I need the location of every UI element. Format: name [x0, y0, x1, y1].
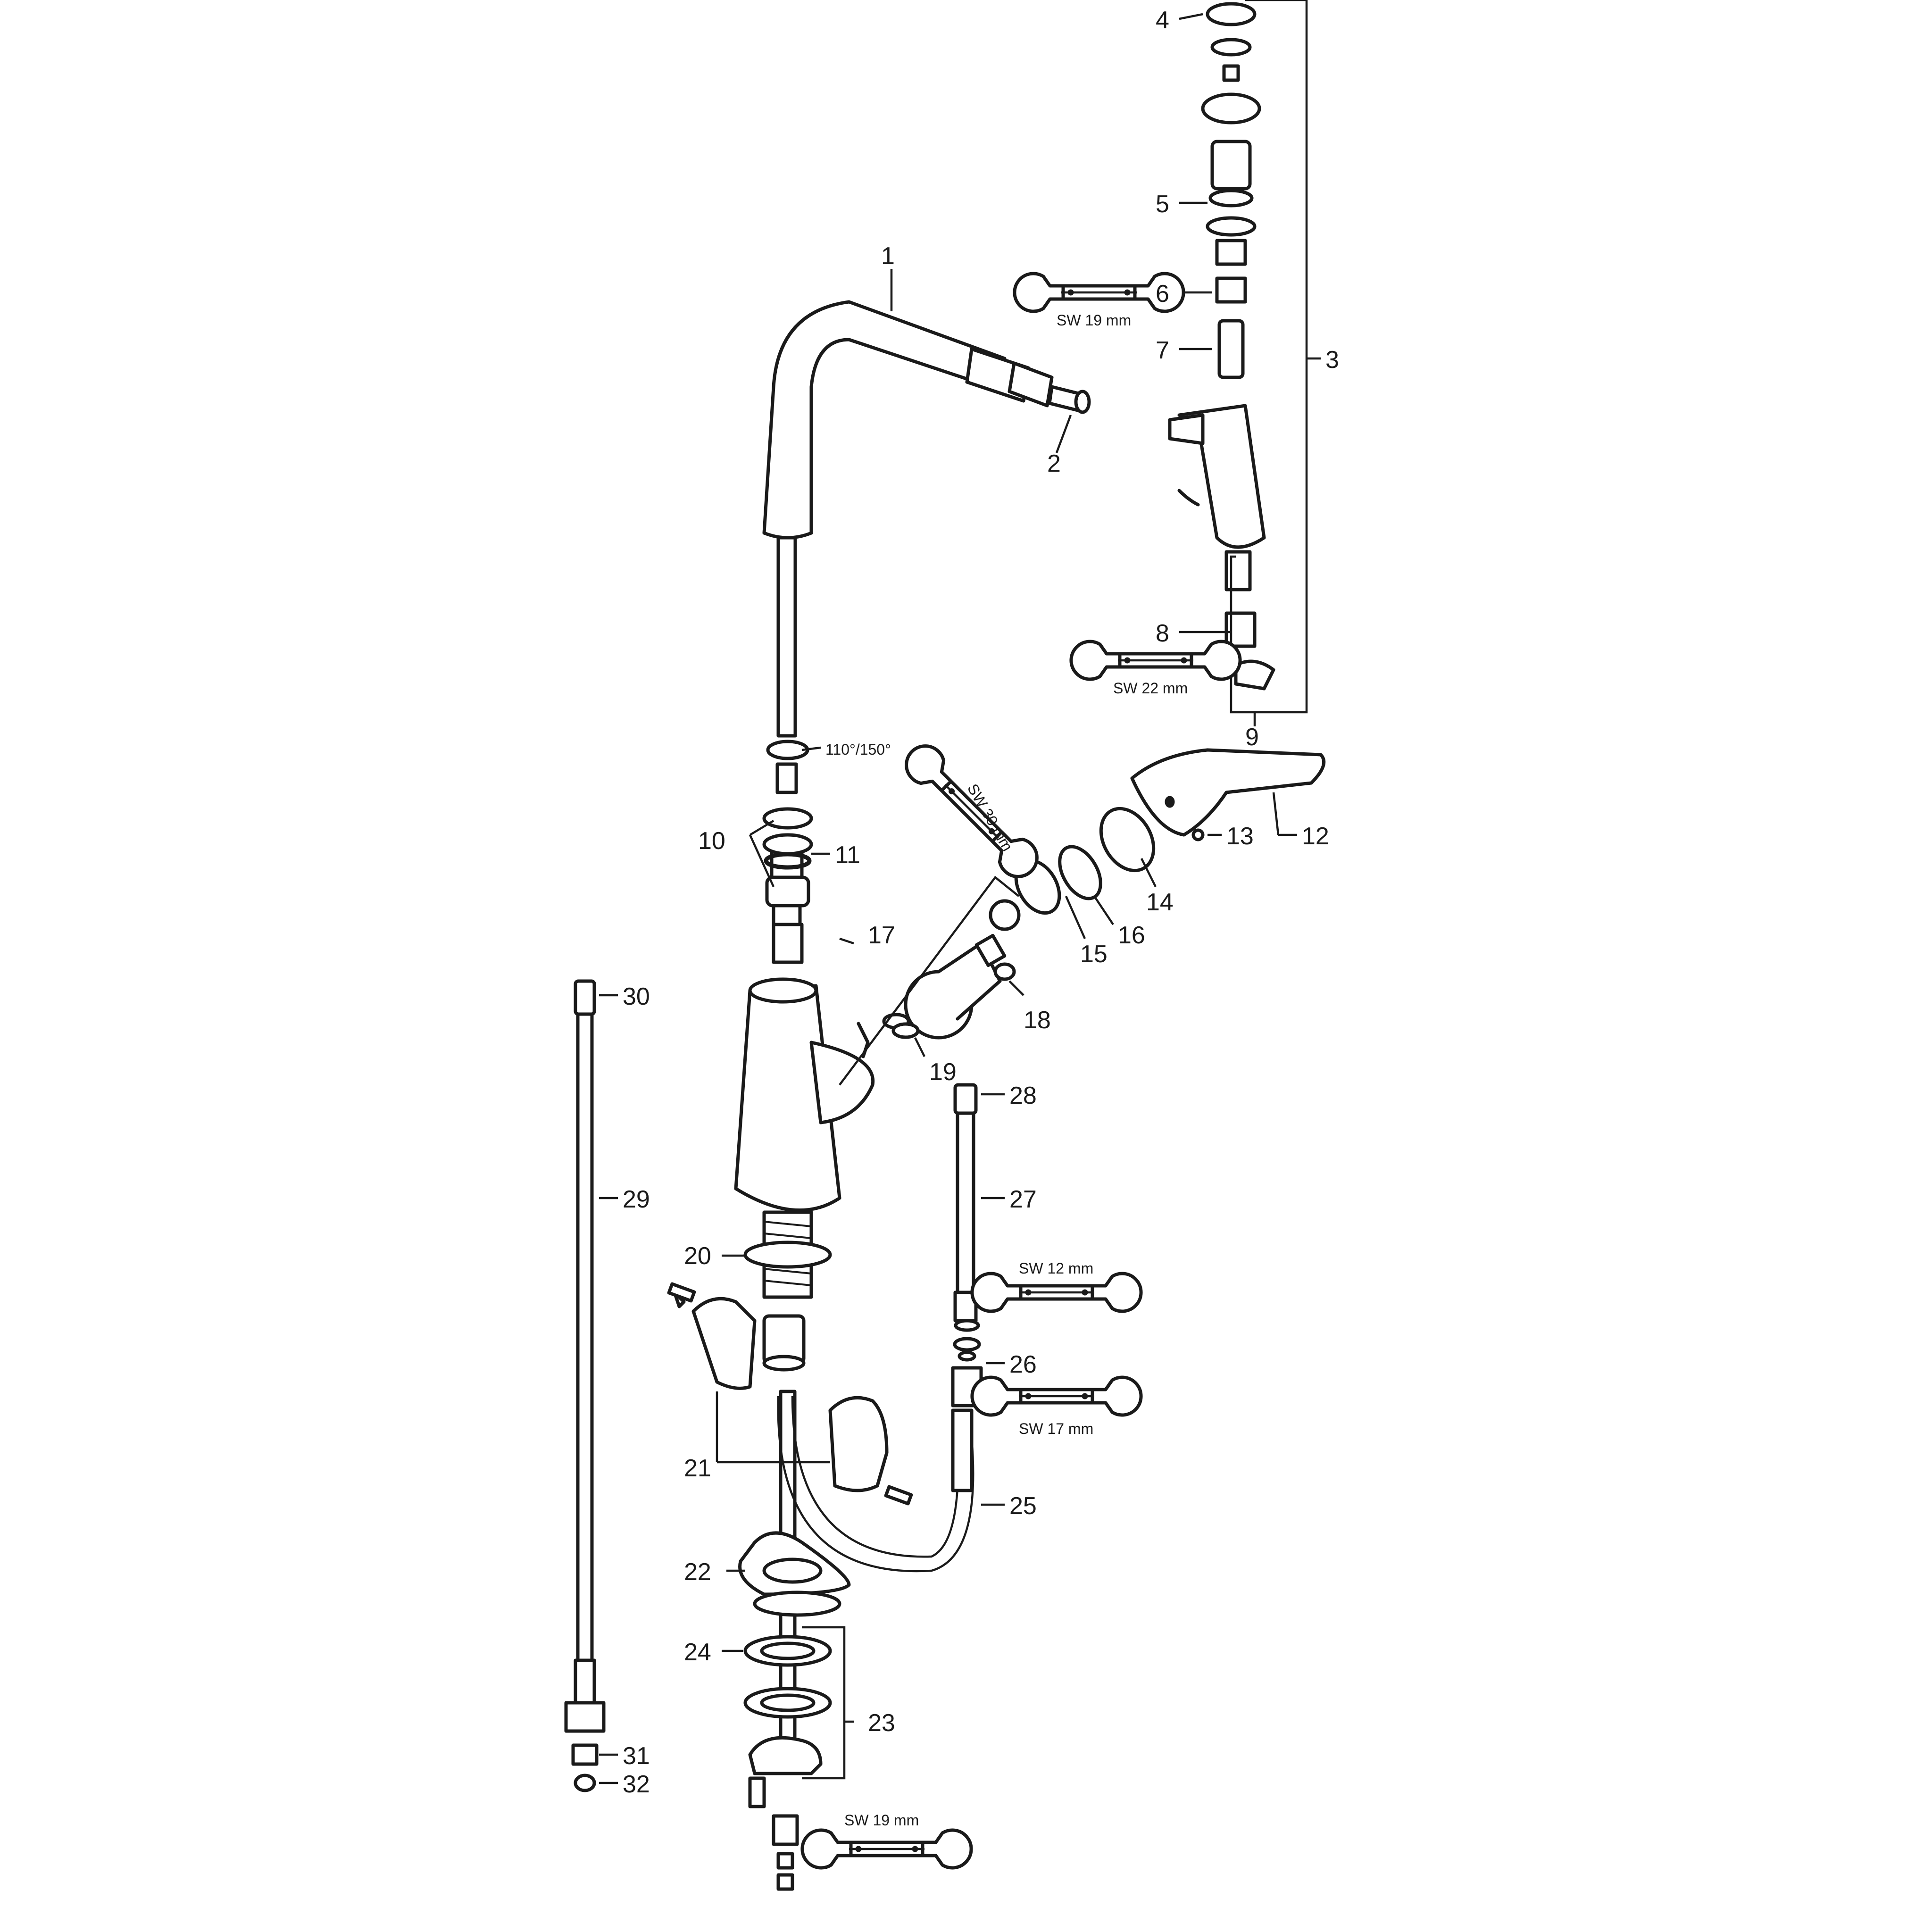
- callout-24: 24: [684, 1639, 711, 1666]
- leader-17: [839, 875, 1020, 1086]
- leader-23: [802, 1626, 854, 1780]
- leader-2: [1055, 415, 1072, 453]
- callout-13: 13: [1226, 823, 1254, 850]
- mixer-body: [734, 977, 875, 1212]
- callout-17: 17: [868, 922, 895, 949]
- leader-10b: [749, 834, 775, 887]
- leader-3: [1245, 0, 1321, 714]
- callout-28: 28: [1009, 1082, 1037, 1109]
- wrench-size-sw12: SW 12 mm: [1019, 1260, 1093, 1277]
- wrench-size-sw22: SW 22 mm: [1113, 680, 1188, 697]
- callout-4: 4: [1156, 7, 1169, 34]
- callout-32: 32: [623, 1771, 650, 1798]
- callout-3: 3: [1325, 346, 1339, 374]
- wrench-icon: [802, 1830, 971, 1868]
- callout-20: 20: [684, 1242, 711, 1270]
- callout-26: 26: [1009, 1351, 1037, 1378]
- base-plate-22: [738, 1531, 851, 1617]
- callout-7: 7: [1156, 337, 1169, 364]
- washer-set-23-24: [743, 1635, 832, 1891]
- leader-10a: [749, 820, 774, 836]
- callout-27: 27: [1009, 1186, 1037, 1213]
- leader-15: [1065, 896, 1086, 939]
- wrench-icon: [972, 1377, 1141, 1415]
- clip-set-10-11: [762, 740, 813, 908]
- callout-16: 16: [1118, 922, 1145, 949]
- wrench-size-sw19-top: SW 19 mm: [1057, 312, 1131, 329]
- callout-1: 1: [881, 242, 895, 270]
- callout-19: 19: [929, 1058, 957, 1086]
- leader-angle: [801, 746, 821, 751]
- leader-16: [1093, 895, 1114, 925]
- callout-18: 18: [1024, 1007, 1051, 1034]
- callout-8: 8: [1156, 620, 1169, 647]
- wrench-icon: [1071, 641, 1240, 679]
- callout-21: 21: [684, 1455, 711, 1482]
- callout-29: 29: [623, 1186, 650, 1213]
- callout-30: 30: [623, 983, 650, 1010]
- leader-18: [1008, 980, 1024, 996]
- angle-label: 110°/150°: [825, 741, 891, 758]
- leader-19: [914, 1037, 926, 1058]
- callout-6: 6: [1156, 280, 1169, 308]
- callout-5: 5: [1156, 191, 1169, 218]
- callout-10: 10: [698, 827, 725, 855]
- hose-25-28: [951, 1083, 983, 1492]
- wrench-size-sw17: SW 17 mm: [1019, 1420, 1093, 1437]
- cartridge-17: [857, 899, 1021, 1058]
- spout-part-1: [762, 300, 1091, 540]
- leader-4: [1179, 13, 1203, 20]
- wrench-icon: [899, 738, 1045, 884]
- callout-11: 11: [835, 841, 860, 869]
- hose-29-32: [564, 979, 606, 1792]
- leader-8: [1179, 555, 1255, 714]
- lever-12: [1130, 748, 1326, 841]
- callout-14: 14: [1146, 889, 1174, 916]
- callout-15: 15: [1080, 941, 1108, 968]
- callout-9: 9: [1245, 724, 1259, 751]
- callout-2: 2: [1047, 450, 1061, 477]
- fixing-shells-21: [667, 1282, 913, 1506]
- callout-22: 22: [684, 1558, 711, 1586]
- shank-20: [743, 1210, 832, 1372]
- wrench-size-sw19-bottom: SW 19 mm: [844, 1812, 919, 1829]
- callout-31: 31: [623, 1742, 650, 1770]
- leader-14: [1140, 858, 1157, 888]
- callout-25: 25: [1009, 1492, 1037, 1520]
- wrench-icon: [972, 1274, 1141, 1311]
- leader-12: [1272, 792, 1297, 836]
- spray-head-3: [1168, 2, 1275, 691]
- callout-23: 23: [868, 1709, 895, 1737]
- leader-21: [716, 1391, 830, 1464]
- callout-12: 12: [1302, 823, 1329, 850]
